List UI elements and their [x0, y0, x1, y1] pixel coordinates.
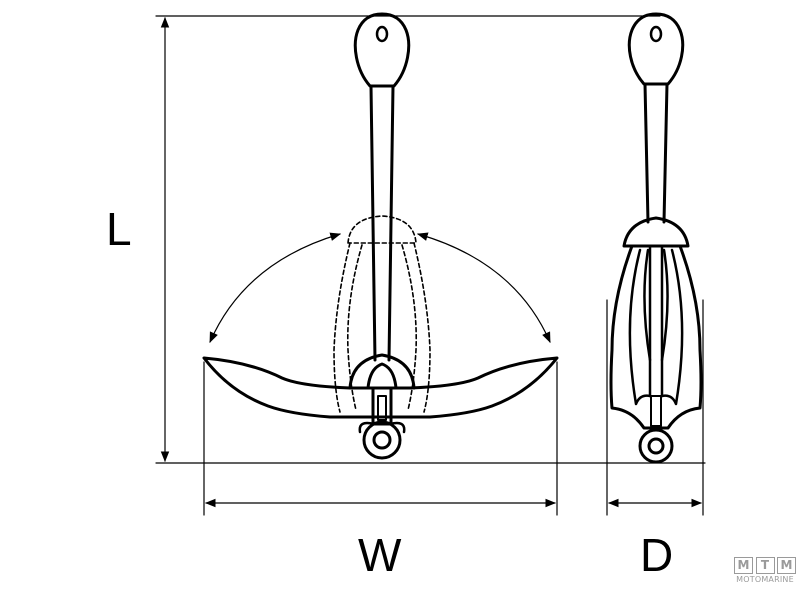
ring-neck [358, 421, 406, 434]
fold-swing-arc-left [209, 232, 342, 343]
length-label: L [106, 203, 132, 255]
side-eye-hole [649, 25, 663, 43]
logo-letter-2: T [755, 557, 775, 574]
lock-slot [377, 395, 387, 421]
side-shank [643, 82, 669, 224]
folded-arms-dashed [333, 215, 431, 413]
shank [369, 84, 395, 362]
side-lock [650, 395, 662, 427]
side-base-ring-hole [647, 437, 665, 455]
side-crown [622, 216, 690, 248]
side-arms-outline [609, 244, 703, 430]
base-ring [362, 420, 402, 460]
shackle-eye-top [353, 12, 411, 88]
side-arm-fold-right [660, 248, 684, 406]
fold-swing-arc-right [416, 232, 551, 343]
logo-brand-text: MOTOMARINE [736, 575, 794, 584]
folded-arm-3 [401, 244, 418, 411]
folded-arm-2 [346, 244, 363, 411]
eye-hole [375, 25, 389, 43]
motomarine-logo: M T M MOTOMARINE [734, 557, 796, 584]
side-view-anchor [609, 12, 703, 464]
depth-label: D [640, 529, 674, 581]
dimension-lines [155, 15, 706, 516]
logo-letter-3: M [777, 557, 796, 574]
hub-collar [348, 353, 416, 390]
logo-letters: M T M [734, 557, 796, 574]
folded-arm-4 [413, 242, 431, 413]
side-arm-center-left [643, 248, 652, 362]
side-shackle-eye [627, 12, 685, 86]
base-ring-hole [372, 430, 392, 450]
hub-inner [366, 362, 398, 390]
arm-crossbar [202, 356, 559, 419]
front-view-anchor [202, 12, 559, 460]
side-arm-center-right [660, 248, 669, 362]
folded-crown [347, 215, 417, 244]
side-shank-lower [648, 244, 664, 398]
slide-lock [371, 386, 393, 426]
side-base-ring [638, 428, 674, 464]
logo-letter-1: M [734, 557, 753, 574]
side-arm-fold-left [628, 248, 652, 406]
width-label: W [358, 529, 402, 581]
folded-arm-1 [333, 242, 351, 413]
